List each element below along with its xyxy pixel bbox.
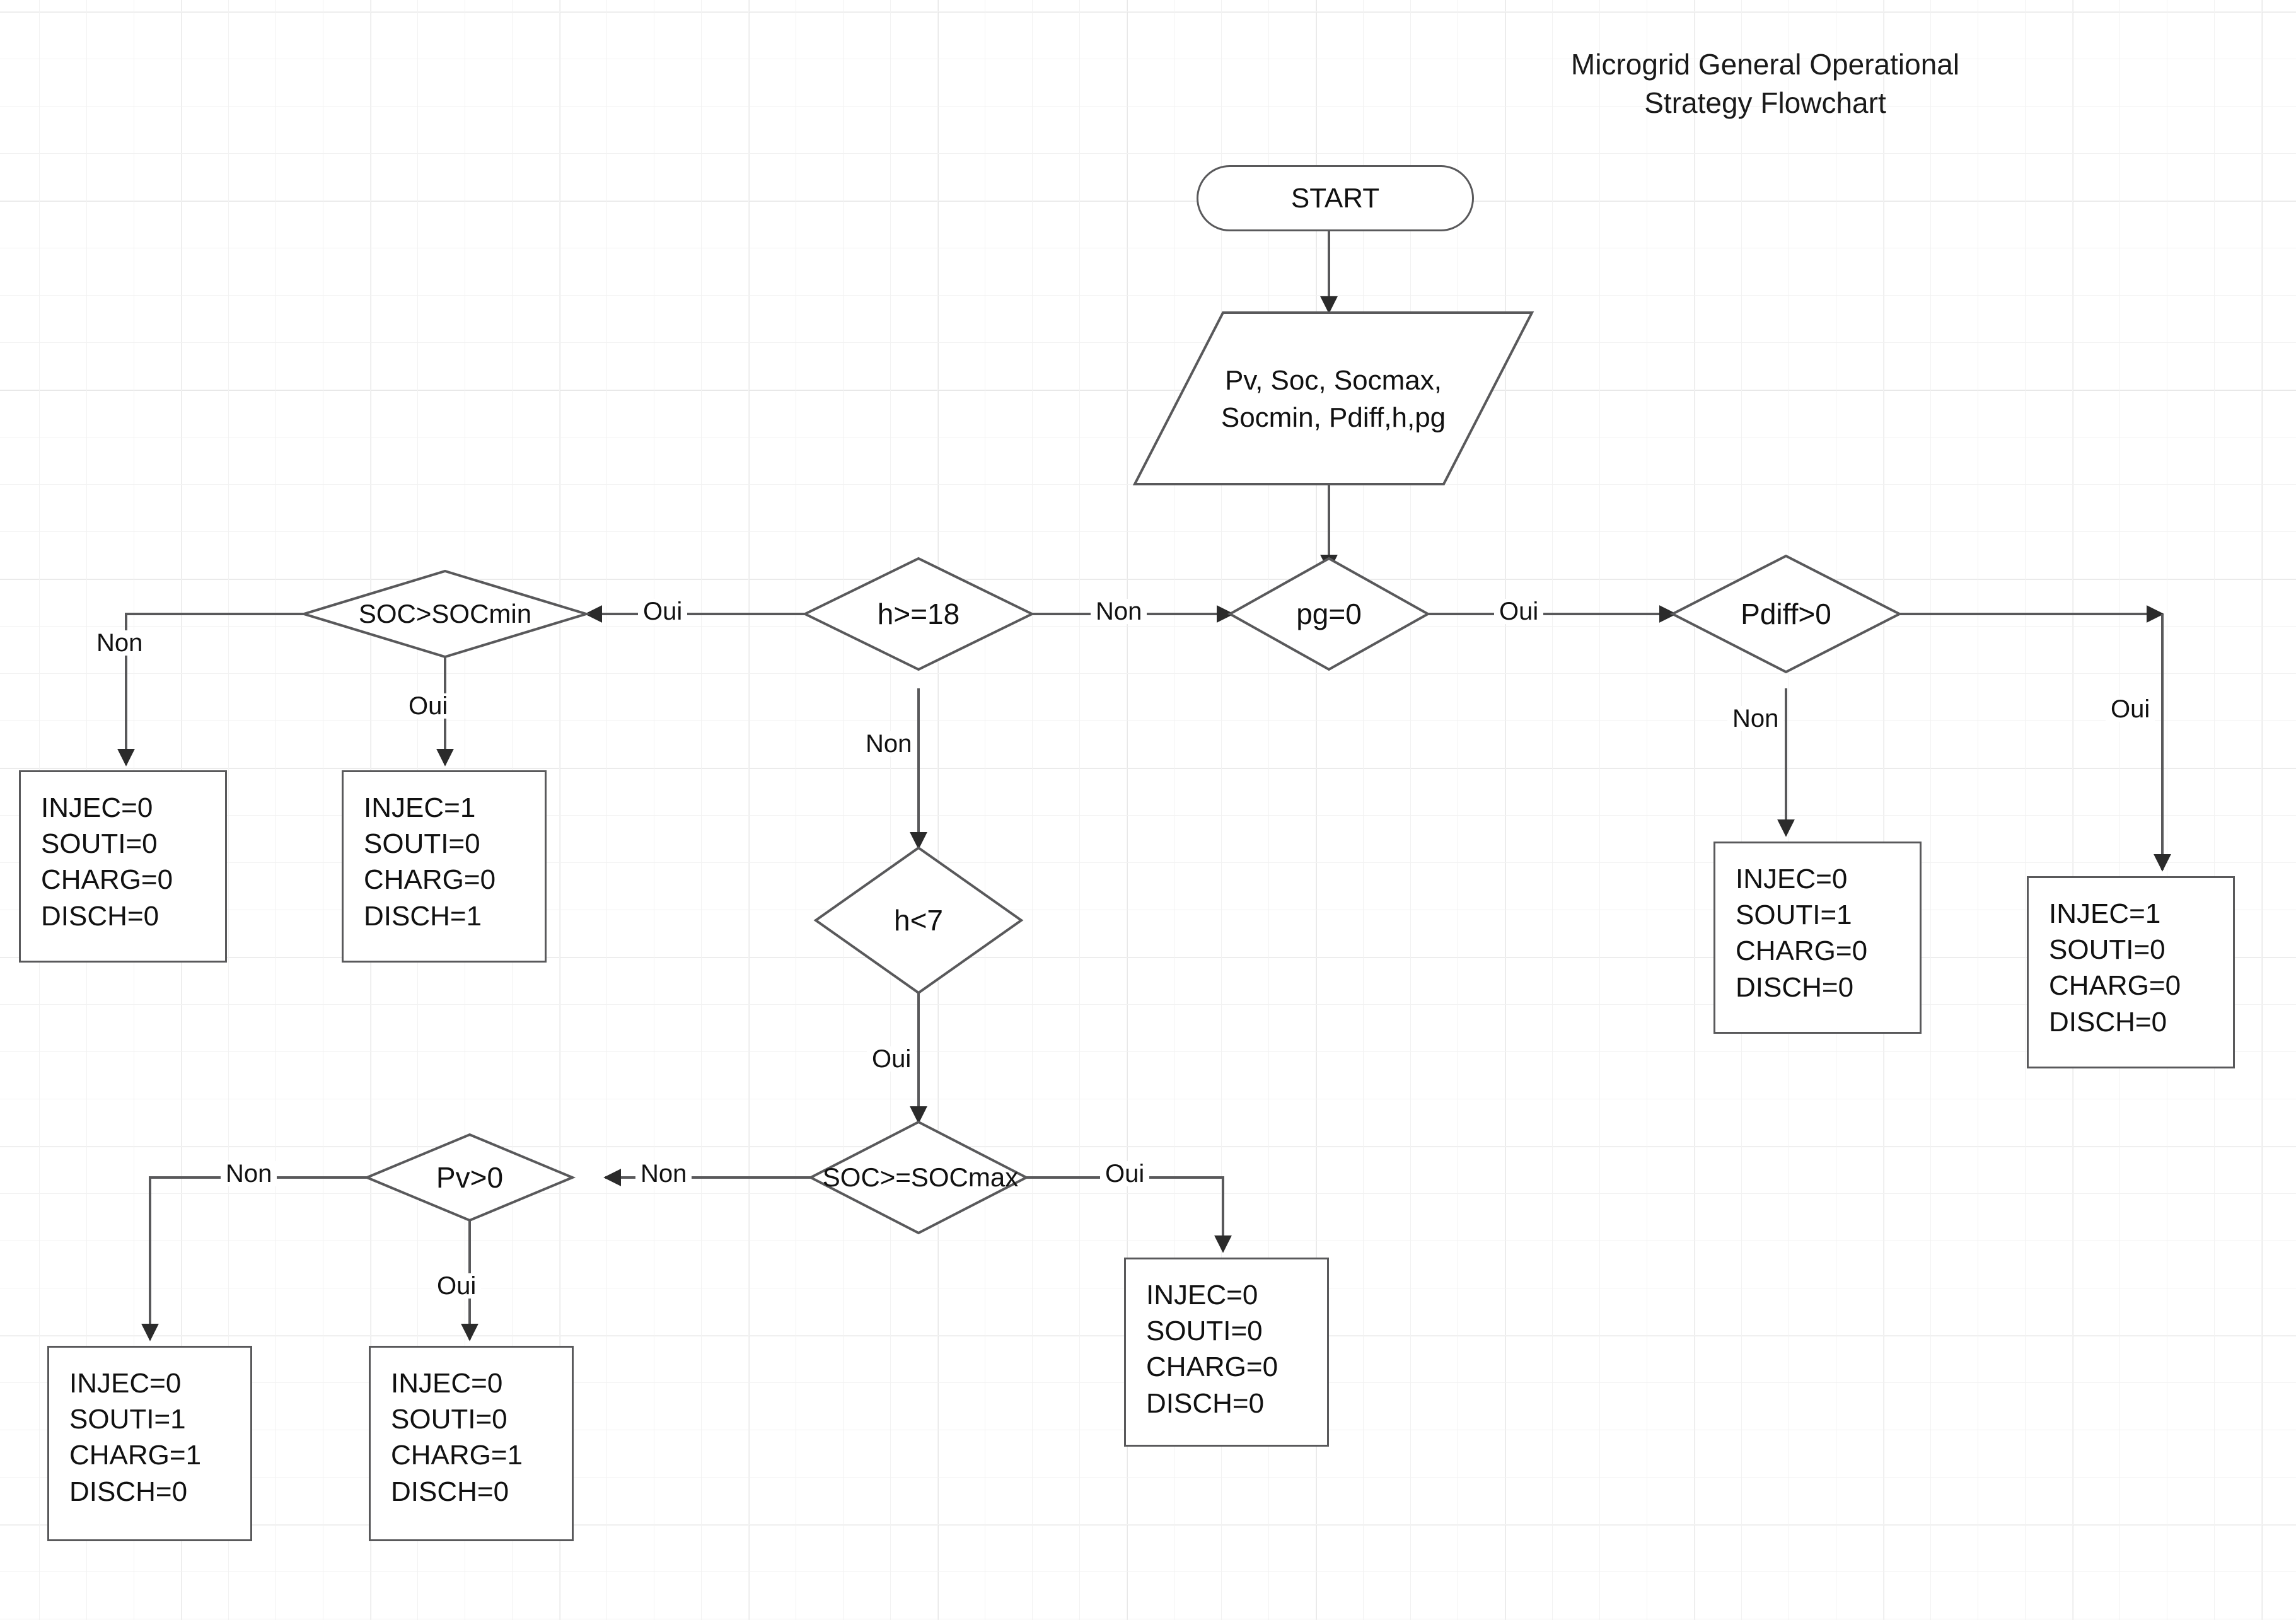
node-process-pdiff-non[interactable]: INJEC=0 SOUTI=1 CHARG=0 DISCH=0 [1713, 842, 1922, 1034]
decision-shape-pdiff [1669, 554, 1903, 674]
edge-label-h18-non-right: Non [1091, 599, 1147, 624]
node-process-pv0-oui[interactable]: INJEC=0 SOUTI=0 CHARG=1 DISCH=0 [369, 1346, 574, 1541]
decision-shape-pg0 [1227, 557, 1431, 671]
decision-shape-socmax [808, 1120, 1029, 1235]
node-process-pv0-non[interactable]: INJEC=0 SOUTI=1 CHARG=1 DISCH=0 [47, 1346, 252, 1541]
io-shape-input [1132, 311, 1534, 485]
edge-pv0-non [141, 1176, 369, 1341]
edge-label-socmin-oui: Oui [403, 693, 453, 719]
edge-label-h7-oui: Oui [867, 1046, 917, 1072]
node-process-pdiff-oui[interactable]: INJEC=1 SOUTI=0 CHARG=0 DISCH=0 [2027, 876, 2235, 1068]
node-process-socmin-oui[interactable]: INJEC=1 SOUTI=0 CHARG=0 DISCH=1 [342, 770, 547, 963]
edge-label-pg0-oui: Oui [1494, 599, 1544, 624]
node-input-variables[interactable]: Pv, Soc, Socmax, Socmin, Pdiff,h,pg [1220, 364, 1446, 433]
edge-label-pv0-oui: Oui [432, 1273, 482, 1299]
edge-label-socmax-oui: Oui [1100, 1161, 1150, 1186]
decision-shape-h18 [802, 557, 1035, 671]
node-process-socmin-non[interactable]: INJEC=0 SOUTI=0 CHARG=0 DISCH=0 [19, 770, 227, 963]
decision-shape-h7 [813, 846, 1024, 995]
edge-socmax-oui [1024, 1176, 1232, 1253]
node-start[interactable]: START [1197, 165, 1474, 231]
edge-label-pv0-non: Non [221, 1161, 277, 1186]
edge-label-h18-non-down: Non [861, 731, 917, 756]
edge-label-h18-oui: Oui [638, 599, 688, 624]
decision-shape-socmin [299, 569, 591, 659]
page-title: Microgrid General Operational Strategy F… [1570, 48, 1960, 119]
edge-socmin-non [117, 613, 304, 767]
decision-shape-pv0 [363, 1133, 576, 1222]
node-process-socmax-oui[interactable]: INJEC=0 SOUTI=0 CHARG=0 DISCH=0 [1124, 1258, 1329, 1447]
edge-label-socmax-non: Non [635, 1161, 692, 1186]
edge-label-socmin-non: Non [91, 630, 148, 656]
edge-label-pdiff-non: Non [1727, 706, 1784, 731]
edge-label-pdiff-oui: Oui [2106, 697, 2155, 722]
